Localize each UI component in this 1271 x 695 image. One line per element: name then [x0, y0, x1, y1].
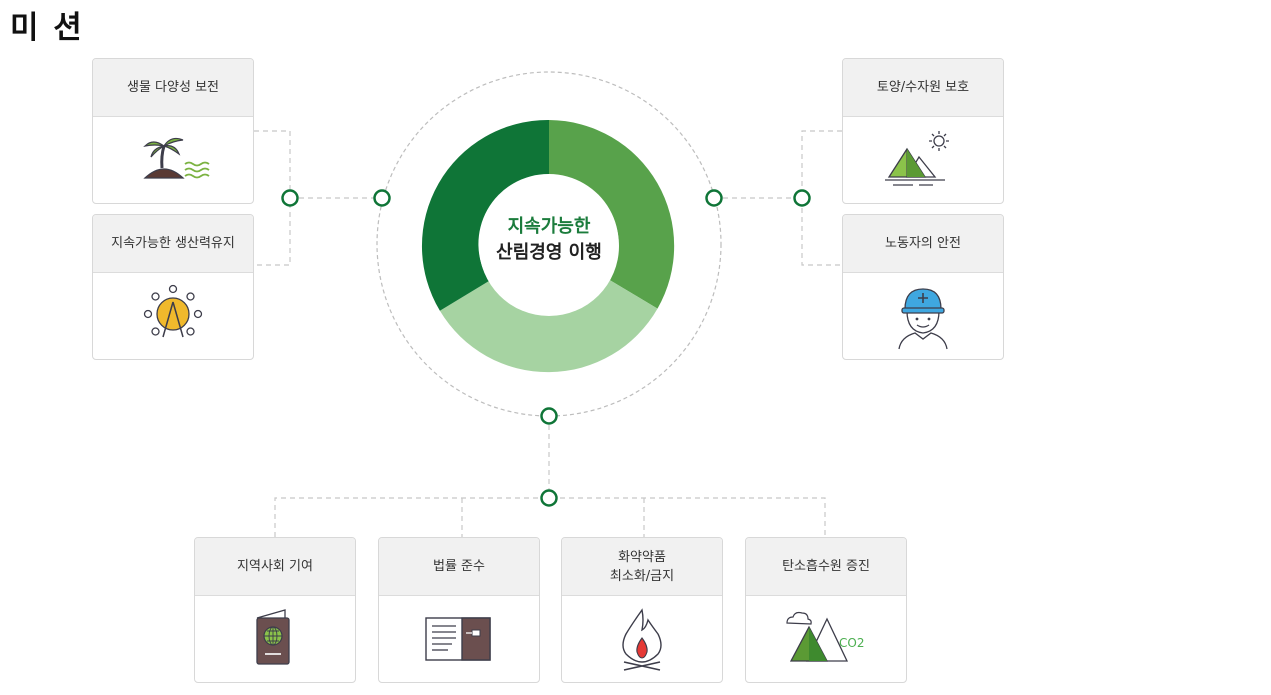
card-productivity: 지속가능한 생산력유지 — [92, 214, 254, 360]
card-biodiversity: 생물 다양성 보전 — [92, 58, 254, 204]
card-soil-water: 토양/수자원 보호 — [842, 58, 1004, 204]
card-label: 생물 다양성 보전 — [93, 59, 253, 117]
donut-segment-left — [421, 119, 549, 311]
junction-node — [540, 489, 558, 507]
card-community: 지역사회 기여 — [194, 537, 356, 683]
junction-node — [705, 189, 723, 207]
right-bracket-line — [801, 130, 842, 266]
sun-icon — [143, 284, 203, 338]
card-label: 법률 준수 — [379, 538, 539, 596]
bottom-bracket-line — [274, 497, 826, 537]
outer-ring — [376, 71, 722, 417]
junction-node — [793, 189, 811, 207]
card-label: 탄소흡수원 증진 — [746, 538, 906, 596]
junction-node — [373, 189, 391, 207]
card-label: 지역사회 기여 — [195, 538, 355, 596]
center-label-line2: 산림경영 이행 — [496, 242, 602, 263]
card-label: 화약약품 최소화/금지 — [562, 538, 722, 596]
page-title: 미 션 — [10, 10, 84, 46]
mountain-co2-icon: CO2 — [786, 611, 864, 662]
card-carbon: 탄소흡수원 증진 CO2 — [745, 537, 907, 683]
card-label: 노동자의 안전 — [843, 215, 1003, 273]
campfire-icon — [622, 608, 662, 671]
co2-label: CO2 — [839, 636, 864, 650]
palm-island-icon — [143, 137, 210, 179]
center-label-line1: 지속가능한 — [507, 216, 591, 237]
law-document-icon — [425, 617, 491, 661]
mountain-sun-icon — [885, 131, 949, 186]
card-worker-safety: 노동자의 안전 — [842, 214, 1004, 360]
passport-globe-icon — [256, 609, 290, 665]
center-label: 지속가능한 산림경영 이행 — [470, 214, 628, 266]
card-law: 법률 준수 — [378, 537, 540, 683]
card-chemicals: 화약약품 최소화/금지 — [561, 537, 723, 683]
card-label: 지속가능한 생산력유지 — [93, 215, 253, 273]
donut-segment-bottom — [439, 279, 658, 373]
worker-helmet-icon — [898, 288, 948, 350]
junction-node — [281, 189, 299, 207]
junction-node — [540, 407, 558, 425]
card-label: 토양/수자원 보호 — [843, 59, 1003, 117]
donut-segment-right — [549, 120, 675, 309]
center-donut — [421, 119, 675, 373]
